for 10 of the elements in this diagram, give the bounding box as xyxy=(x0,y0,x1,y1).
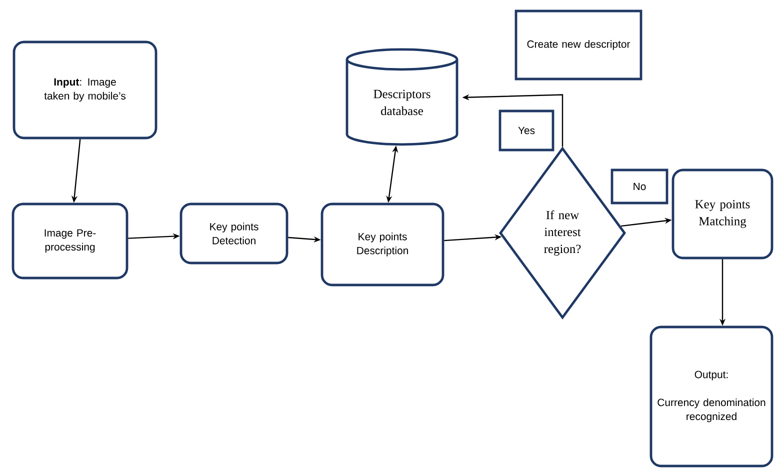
process-box: Create new descriptor xyxy=(514,10,642,80)
process-box: Key points Detection xyxy=(180,202,288,264)
input-box: Input: Image taken by mobile’s xyxy=(12,40,158,140)
process-box: Image Pre-processing xyxy=(12,202,128,280)
label-box: Yes xyxy=(498,110,554,152)
database-cylinder: Descriptors database xyxy=(346,48,458,146)
process-box: Key points Description xyxy=(320,202,444,286)
label-box: No xyxy=(610,168,668,204)
process-box: Key points Matching xyxy=(672,168,774,260)
output-box: Output: Currency denomination recognized xyxy=(650,326,774,468)
